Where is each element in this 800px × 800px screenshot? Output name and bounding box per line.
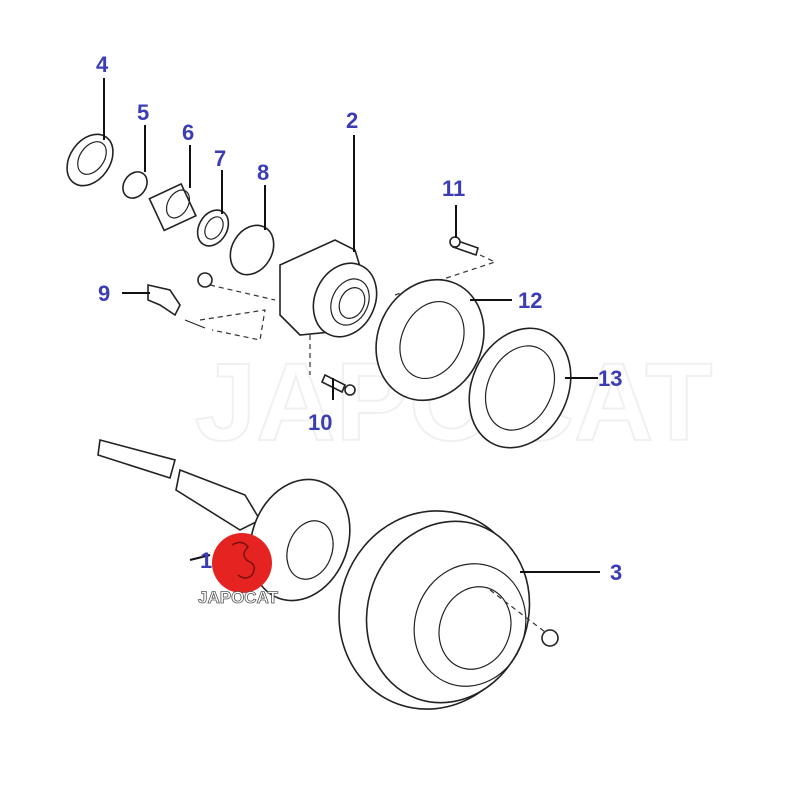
callout-13: 13: [598, 366, 622, 391]
part-bearing-race[interactable]: [191, 205, 234, 252]
part-hub-housing[interactable]: [279, 239, 388, 347]
part-o-ring[interactable]: [222, 217, 283, 282]
callout-4: 4: [96, 52, 109, 77]
part-abs-sensor[interactable]: [147, 272, 213, 329]
callout-12: 12: [518, 288, 542, 313]
part-bearing[interactable]: [148, 182, 197, 232]
callout-7: 7: [214, 146, 226, 171]
callout-6: 6: [182, 120, 194, 145]
part-bolt-11[interactable]: [449, 236, 479, 257]
japocat-logo: JAPOCAT: [198, 533, 279, 607]
callout-5: 5: [137, 100, 149, 125]
callout-1: 1: [200, 548, 212, 573]
callout-3: 3: [610, 560, 622, 585]
callout-11: 11: [442, 176, 465, 201]
part-brake-disc[interactable]: [311, 485, 559, 736]
logo-text: JAPOCAT: [198, 588, 279, 607]
callout-10: 10: [308, 410, 332, 435]
part-axle-shaft[interactable]: [97, 438, 366, 615]
callout-9: 9: [98, 281, 110, 306]
part-oil-seal[interactable]: [58, 126, 123, 195]
leader-lines: [103, 78, 600, 573]
callout-8: 8: [257, 160, 269, 185]
part-gasket[interactable]: [450, 312, 589, 465]
callout-2: 2: [346, 108, 358, 133]
part-snap-ring[interactable]: [118, 167, 152, 203]
part-backing-plate[interactable]: [357, 262, 504, 418]
